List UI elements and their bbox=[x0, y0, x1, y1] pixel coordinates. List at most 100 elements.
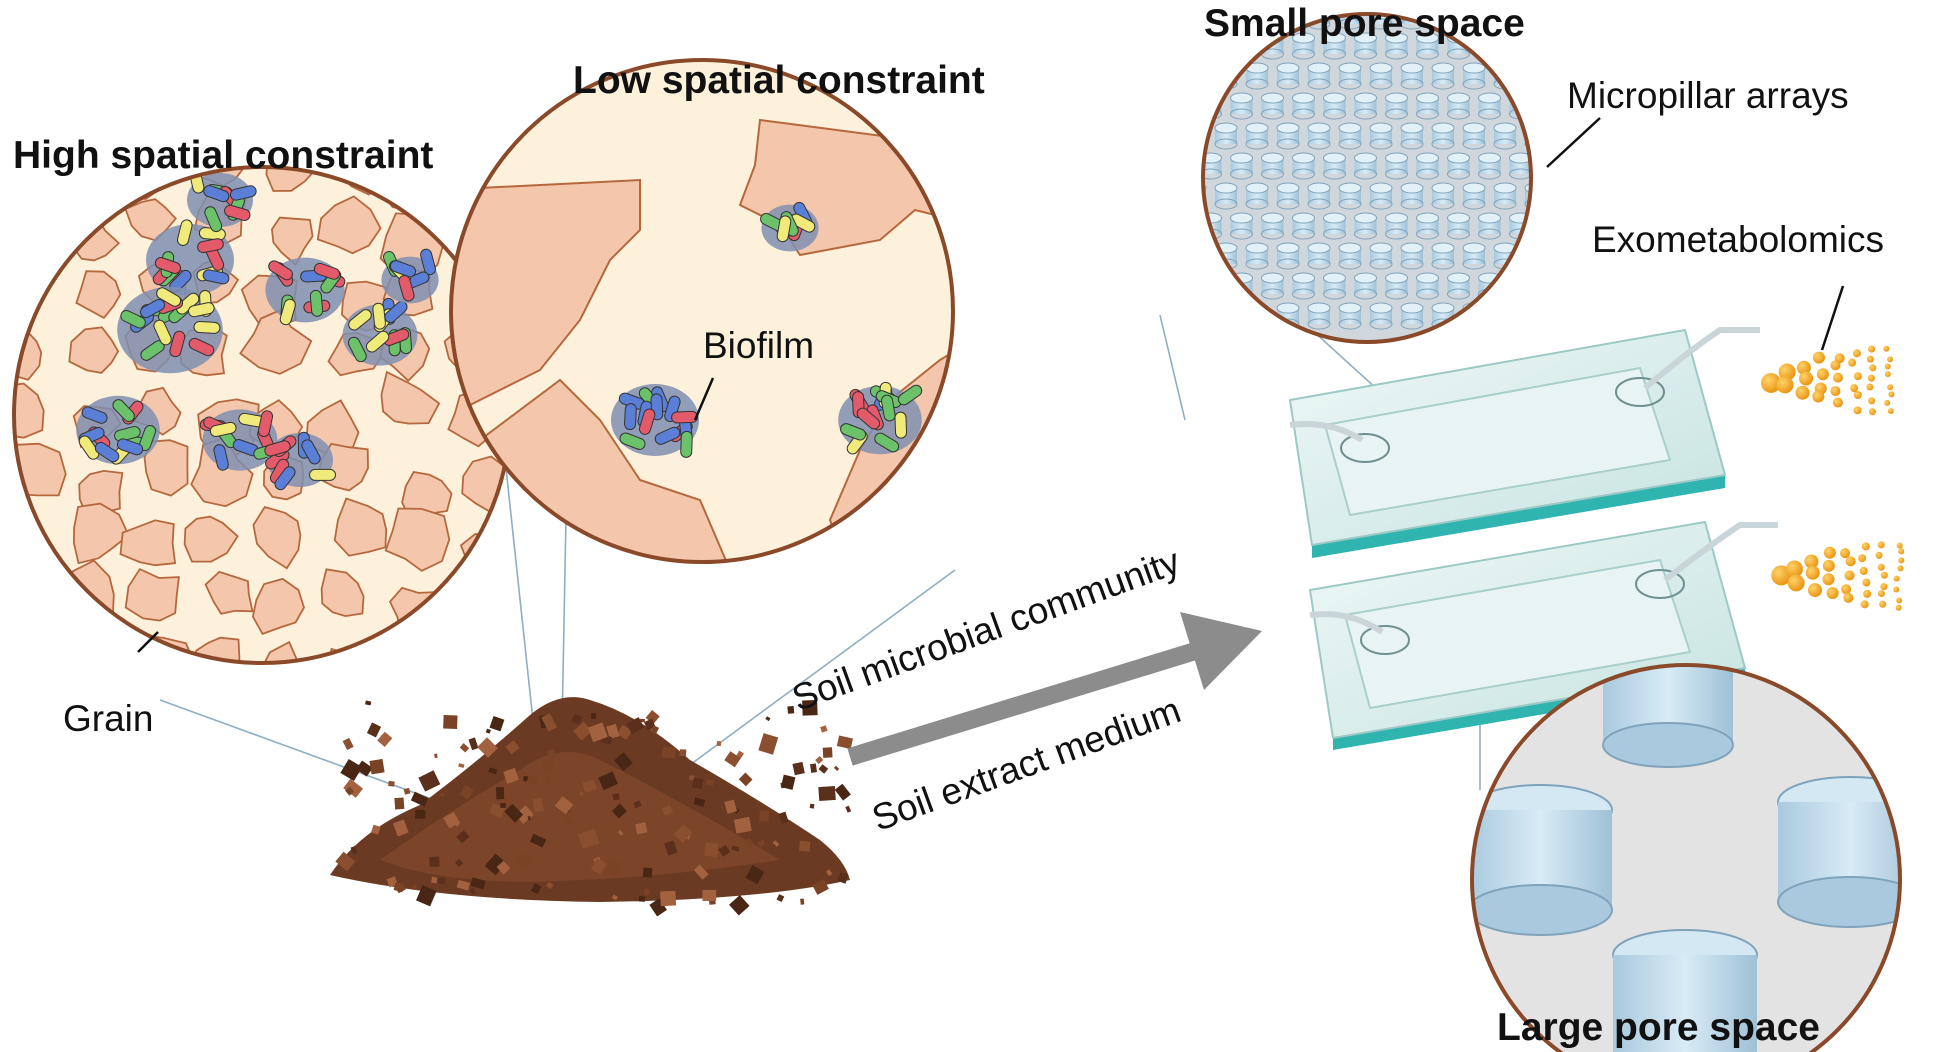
soil-crumb bbox=[822, 747, 833, 758]
soil-crumb bbox=[456, 830, 470, 844]
bacterium bbox=[78, 435, 100, 460]
micropillar-top bbox=[1478, 92, 1501, 104]
micropillar-base bbox=[1354, 288, 1377, 300]
soil-crumb bbox=[532, 797, 544, 813]
micropillar-top bbox=[1184, 3, 1206, 13]
micropillar-top bbox=[1447, 92, 1470, 104]
metabolite-droplet bbox=[1877, 541, 1885, 549]
soil-crumb bbox=[837, 872, 849, 884]
micropillar-top bbox=[1416, 152, 1439, 164]
soil-crumb bbox=[590, 712, 597, 719]
micropillar-top bbox=[1369, 122, 1393, 134]
soil-crumb bbox=[759, 810, 770, 822]
grain-shape bbox=[143, 439, 189, 497]
bacterium bbox=[116, 438, 144, 456]
soil-crumb bbox=[356, 760, 373, 777]
micropillar-top bbox=[1203, 92, 1222, 104]
micropillar bbox=[1509, 278, 1531, 294]
micropillar-base bbox=[1338, 198, 1362, 210]
metabolite-droplet bbox=[1868, 408, 1876, 416]
label-small-pore-space: Small pore space bbox=[1204, 2, 1525, 45]
micropillar-top bbox=[1354, 212, 1377, 224]
micropillar-top bbox=[1400, 62, 1424, 74]
micropillar-base bbox=[1338, 258, 1362, 270]
soil-crumb bbox=[688, 775, 695, 781]
soil-crumb bbox=[545, 881, 554, 890]
micropillar-base bbox=[1462, 78, 1486, 90]
micropillar-base bbox=[1385, 108, 1408, 120]
micropillar-top bbox=[1338, 302, 1362, 314]
soil-crumb bbox=[571, 713, 583, 725]
soil-crumb bbox=[515, 805, 534, 825]
micropillar-base bbox=[1431, 78, 1455, 90]
micropillar bbox=[1203, 308, 1206, 324]
micropillar-top bbox=[1245, 122, 1269, 134]
bacterium bbox=[776, 215, 792, 243]
micropillar-base bbox=[1354, 48, 1377, 60]
micropillar-base bbox=[1276, 78, 1300, 90]
micropillar-base bbox=[1369, 78, 1393, 90]
soil-crumb bbox=[758, 733, 779, 755]
label-grain: Grain bbox=[63, 698, 154, 739]
micropillar-top bbox=[1524, 302, 1531, 314]
soil-crumb bbox=[792, 761, 805, 776]
micropillar-top bbox=[1323, 152, 1346, 164]
micropillar-top bbox=[1323, 92, 1346, 104]
bacterium bbox=[193, 321, 221, 334]
micropillar-top bbox=[1203, 182, 1207, 194]
micropillar-base bbox=[1214, 318, 1238, 330]
soil-crumb bbox=[342, 737, 354, 751]
micropillar-top bbox=[1214, 62, 1238, 74]
grain-shape bbox=[384, 507, 451, 572]
micropillar-top bbox=[1509, 152, 1531, 164]
bacterium bbox=[301, 439, 321, 465]
metabolite-droplet bbox=[1812, 390, 1825, 403]
micropillar-base bbox=[1493, 198, 1517, 210]
label-low-spatial-constraint: Low spatial constraint bbox=[573, 59, 985, 102]
soil-crumb bbox=[611, 803, 627, 819]
soil-crumb bbox=[664, 840, 678, 856]
micropillar-base bbox=[1245, 78, 1269, 90]
micropillar-base bbox=[1307, 318, 1331, 330]
micropillar-base bbox=[1261, 108, 1284, 120]
grain-shape bbox=[452, 585, 510, 637]
soil-crumb bbox=[459, 743, 470, 753]
micropillar-base bbox=[1462, 318, 1486, 330]
micropillar-top bbox=[1354, 272, 1377, 284]
grain-shape bbox=[183, 515, 239, 563]
metabolite-droplet bbox=[1805, 565, 1820, 580]
micropillar bbox=[1525, 188, 1531, 204]
micropillar-base bbox=[1369, 198, 1393, 210]
metabolite-droplets-bottom bbox=[1771, 541, 1905, 611]
label-biofilm: Biofilm bbox=[703, 325, 815, 366]
metabolite-droplet bbox=[1823, 546, 1836, 559]
bacterium bbox=[257, 410, 274, 437]
bacterium bbox=[664, 395, 681, 423]
metabolite-droplet bbox=[1887, 408, 1894, 415]
soil-crumb bbox=[343, 778, 364, 798]
metabolite-droplet bbox=[1884, 371, 1891, 378]
bacterium bbox=[624, 403, 637, 431]
soil-crumb bbox=[496, 860, 511, 875]
micropillar-top bbox=[1203, 62, 1207, 74]
micropillar-top bbox=[1493, 122, 1517, 134]
micropillar-base bbox=[1400, 78, 1424, 90]
soil-crumb bbox=[757, 839, 766, 848]
micropillar-top bbox=[1369, 302, 1393, 314]
soil-crumb bbox=[787, 705, 795, 714]
bacterium bbox=[176, 219, 193, 246]
micropillar-base bbox=[1524, 18, 1531, 30]
micropillar-base bbox=[1462, 198, 1486, 210]
micropillar-base bbox=[1292, 288, 1315, 300]
soil-crumb bbox=[638, 895, 646, 902]
micropillar-base bbox=[1416, 48, 1439, 60]
micropillar-base bbox=[1493, 138, 1517, 150]
soil-crumb bbox=[495, 787, 505, 800]
micropillar-base bbox=[1338, 18, 1362, 30]
grain-shape bbox=[119, 519, 177, 567]
micropillar-top bbox=[1385, 32, 1408, 44]
soil-crumb bbox=[736, 750, 744, 759]
bacterium bbox=[274, 466, 296, 491]
bacterium bbox=[309, 468, 337, 481]
soil-crumb bbox=[468, 737, 479, 751]
